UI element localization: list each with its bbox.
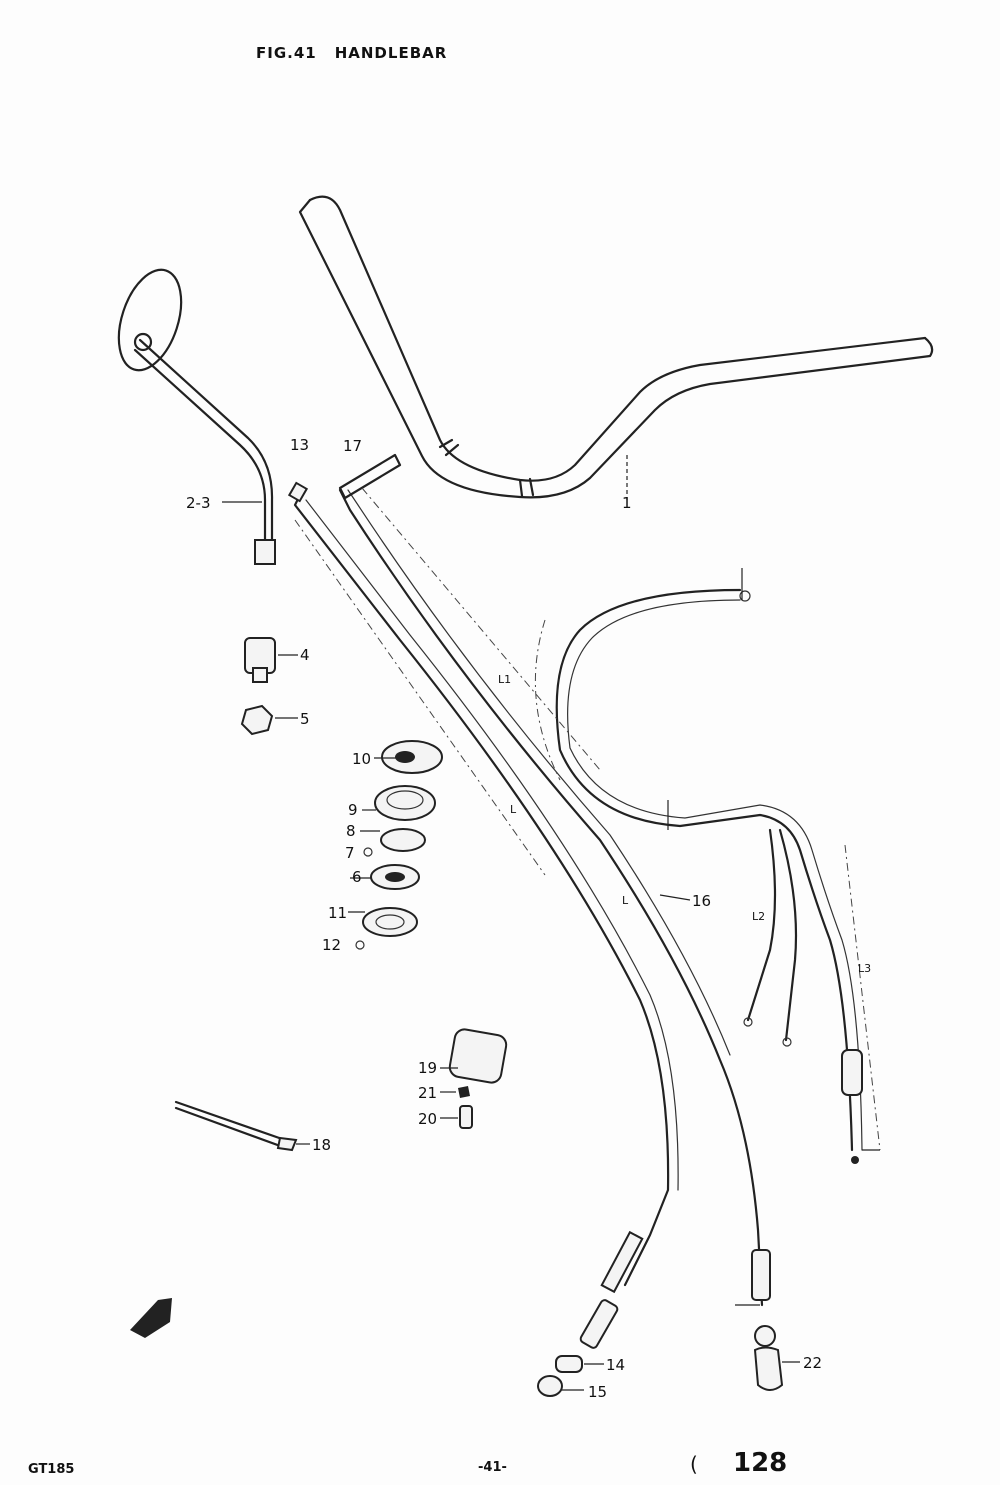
part-label-9: 9 [348, 801, 358, 819]
page-mark: ( [690, 1452, 698, 1476]
dimension-label-l2: L2 [752, 910, 765, 923]
part-label-21: 21 [418, 1084, 437, 1102]
adjuster-rod [174, 1100, 310, 1152]
front-direction-arrow [130, 1298, 172, 1338]
dimension-label-l3: L3 [858, 962, 871, 975]
part-label-7: 7 [345, 844, 355, 862]
part-label-6: 6 [352, 868, 362, 886]
cable-ends [537, 1325, 800, 1397]
part-label-19: 19 [418, 1059, 437, 1077]
mirror-assembly [117, 268, 276, 565]
part-label-8: 8 [346, 822, 356, 840]
figure-number: FIG.41 [256, 44, 317, 62]
part-label-15: 15 [588, 1383, 607, 1401]
part-label-4: 4 [300, 646, 310, 664]
handlebar-tube [298, 195, 934, 500]
cables [287, 453, 881, 1349]
part-label-14: 14 [606, 1356, 625, 1374]
part-label-2-3: 2-3 [186, 494, 211, 512]
dimension-label-l: L [510, 803, 517, 816]
part-label-22: 22 [803, 1354, 822, 1372]
sheet-number: 128 [733, 1448, 788, 1478]
part-label-10: 10 [352, 750, 371, 768]
dimension-label-l-16: L [622, 894, 629, 907]
model-code: GT185 [28, 1462, 75, 1477]
part-label-18: 18 [312, 1136, 331, 1154]
part-label-12: 12 [322, 936, 341, 954]
part-label-5: 5 [300, 710, 310, 728]
cable-holder-parts [440, 1028, 508, 1129]
fork-parts-stack [240, 637, 443, 950]
part-label-13: 13 [290, 436, 309, 454]
part-label-20: 20 [418, 1110, 437, 1128]
figure-name: HANDLEBAR [334, 44, 448, 62]
part-label-1: 1 [622, 494, 632, 512]
part-label-17: 17 [343, 437, 362, 455]
part-label-11: 11 [328, 904, 347, 922]
figure-title: FIG.41 HANDLEBAR [256, 44, 465, 62]
part-label-16: 16 [692, 892, 711, 910]
page-number: -41- [478, 1460, 507, 1475]
dimension-label-l1: L1 [498, 673, 511, 686]
